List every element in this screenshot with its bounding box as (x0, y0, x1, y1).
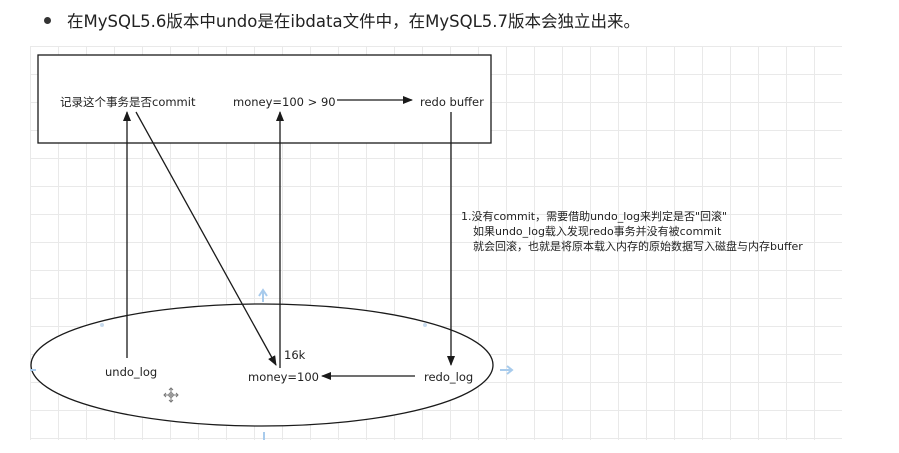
label-money: money=100 (248, 370, 319, 384)
label-money-change: money=100 > 90 (233, 95, 336, 109)
label-undo-log: undo_log (105, 365, 157, 379)
label-record-commit: 记录这个事务是否commit (60, 95, 196, 109)
note-line-3: 就会回滚，也就是将原本载入内存的原始数据写入磁盘与内存buffer (473, 239, 803, 253)
note-line-1: 1.没有commit，需要借助undo_log来判定是否"回滚" (461, 209, 727, 223)
bullet-dot-icon (44, 16, 51, 24)
move-cursor-icon (163, 387, 179, 403)
label-redo-log: redo_log (424, 370, 473, 384)
memory-ellipse (30, 303, 494, 427)
diagram-svg: 记录这个事务是否commit money=100 > 90 redo buffe… (30, 54, 803, 440)
diagram-canvas: 记录这个事务是否commit money=100 > 90 redo buffe… (30, 46, 842, 440)
note-line-2: 如果undo_log载入发现redo事务并没有被commit (473, 224, 722, 238)
arrow-commit-to-money (135, 111, 277, 366)
handle-up-icon (258, 288, 268, 302)
top-box (37, 54, 492, 144)
handle-dot-icon (423, 323, 427, 327)
handle-right-icon (500, 365, 514, 375)
label-size: 16k (284, 348, 306, 362)
handle-dot-icon (100, 323, 104, 327)
bullet-text: 在MySQL5.6版本中undo是在ibdata文件中，在MySQL5.7版本会… (67, 12, 640, 31)
label-redo-buffer: redo buffer (420, 95, 484, 109)
bullet-line: 在MySQL5.6版本中undo是在ibdata文件中，在MySQL5.7版本会… (44, 6, 640, 34)
